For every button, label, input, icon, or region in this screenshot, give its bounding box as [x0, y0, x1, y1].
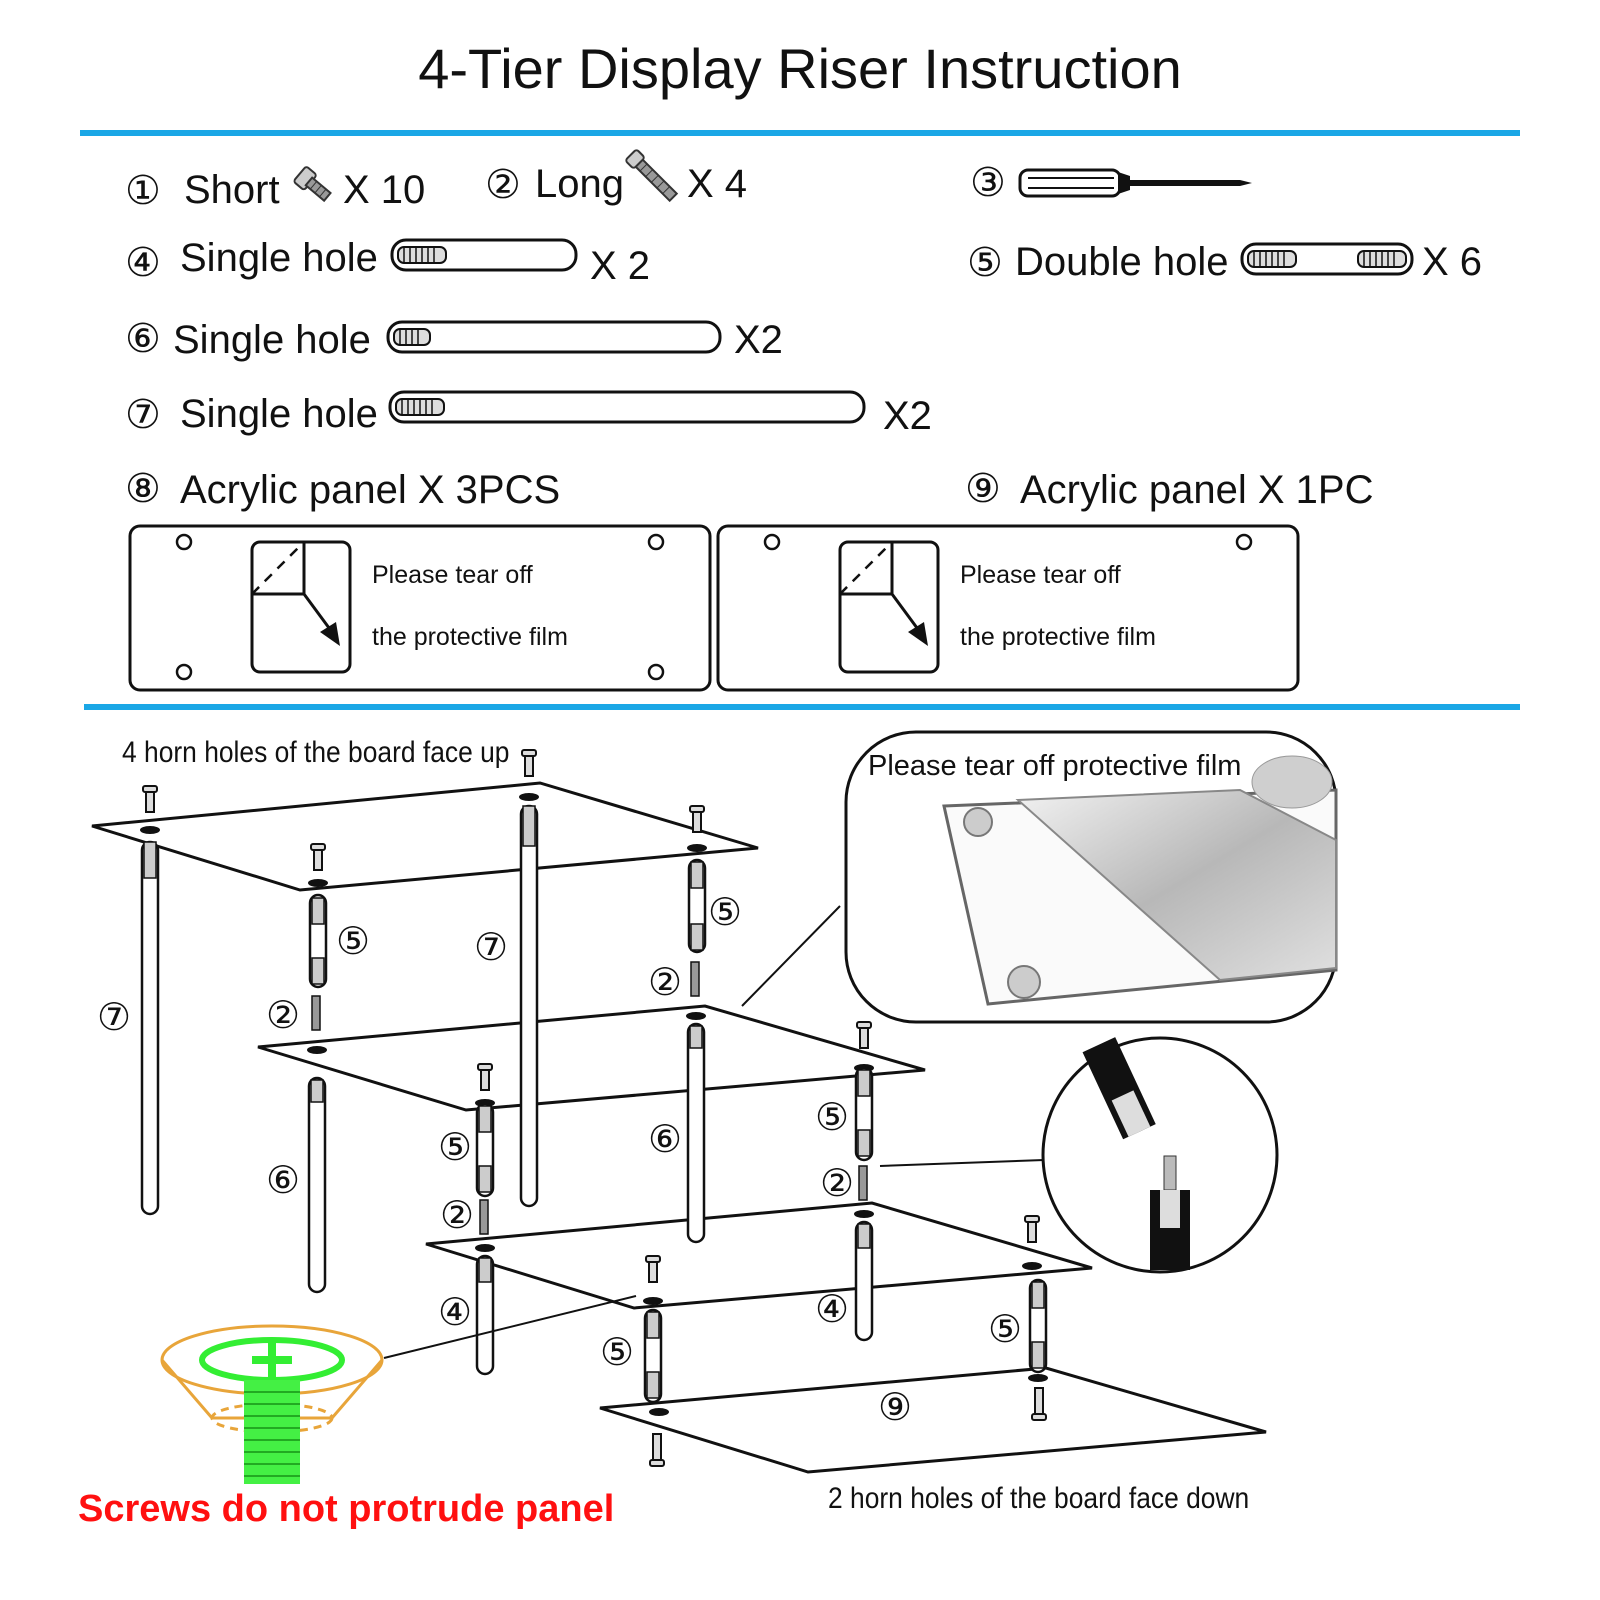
- label-2: ②: [440, 1193, 474, 1237]
- short-screw-icon: [477, 1063, 493, 1091]
- part-5-name: Double hole: [1015, 240, 1229, 284]
- rod-6: [307, 1076, 327, 1294]
- short-screw-icon: [310, 843, 326, 871]
- acrylic-panel-8-illustration: [128, 524, 712, 692]
- short-screw-icon: [142, 785, 158, 813]
- screwdriver-icon: [1018, 168, 1252, 198]
- label-5: ⑤: [988, 1307, 1022, 1351]
- bottom-note: 2 horn holes of the board face down: [828, 1482, 1250, 1515]
- part-5-qty: X 6: [1422, 240, 1483, 284]
- peel-film-icon: [250, 540, 352, 674]
- label-9: ⑨: [878, 1385, 912, 1429]
- page-title: 4-Tier Display Riser Instruction: [418, 37, 1182, 100]
- short-screw-icon: [1031, 1387, 1047, 1421]
- part-9-name: Acrylic panel X 1PC: [1020, 468, 1374, 512]
- rod-7: [519, 804, 539, 1208]
- part-8-number: ⑧: [125, 466, 161, 512]
- rod-6: [686, 1022, 706, 1244]
- part-3-number: ③: [970, 160, 1006, 206]
- countersunk-screw-illustration: [160, 1324, 384, 1484]
- short-screw-icon: [856, 1021, 872, 1049]
- warning-text: Screws do not protrude panel: [78, 1488, 615, 1530]
- top-note: 4 horn holes of the board face up: [122, 736, 510, 769]
- long-screw-icon: [858, 1165, 868, 1201]
- middle-divider: [84, 704, 1520, 710]
- part-6-number: ⑥: [125, 316, 161, 362]
- part-8-name: Acrylic panel X 3PCS: [180, 468, 561, 512]
- thread-detail-callout: [1041, 1036, 1279, 1274]
- long-screw-icon: [311, 995, 321, 1031]
- tier-1-panel: [91, 781, 759, 892]
- short-screw-icon: [689, 805, 705, 833]
- label-5: ⑤: [708, 890, 742, 934]
- film-note: Please tear off protective film: [868, 750, 1242, 782]
- rod-4: [475, 1254, 495, 1376]
- double-hole-rod-icon: [1240, 242, 1414, 276]
- tier-4-panel: [599, 1366, 1267, 1474]
- part-6-name: Single hole: [173, 318, 371, 362]
- part-7-number: ⑦: [125, 392, 161, 438]
- single-hole-rod-icon: [390, 238, 578, 272]
- part-6-qty: X2: [734, 318, 783, 362]
- label-7: ⑦: [97, 995, 131, 1039]
- label-6: ⑥: [648, 1117, 682, 1161]
- panel-8-note-line2: the protective film: [372, 623, 568, 651]
- panel-9-note-line1: Please tear off: [960, 561, 1121, 589]
- label-7: ⑦: [474, 925, 508, 969]
- short-screw-icon: [645, 1255, 661, 1283]
- label-4: ④: [438, 1290, 472, 1334]
- label-5: ⑤: [438, 1125, 472, 1169]
- part-1-number: ①: [125, 168, 161, 214]
- part-2-number: ②: [485, 162, 521, 208]
- label-5: ⑤: [600, 1330, 634, 1374]
- label-5: ⑤: [336, 919, 370, 963]
- part-2-name: Long: [535, 162, 624, 206]
- short-screw-icon: [521, 749, 537, 777]
- part-1-name: Short: [184, 168, 280, 212]
- part-1-qty: X 10: [343, 168, 426, 212]
- part-7-name: Single hole: [180, 392, 378, 436]
- part-5-number: ⑤: [967, 240, 1003, 286]
- label-5: ⑤: [815, 1095, 849, 1139]
- panel-8-note-line1: Please tear off: [372, 561, 533, 589]
- peel-film-callout: [844, 730, 1338, 1024]
- short-screw-icon: [649, 1433, 665, 1467]
- single-hole-rod-icon: [388, 390, 866, 424]
- peel-film-icon: [838, 540, 940, 674]
- long-screw-icon: [690, 961, 700, 997]
- part-4-qty: X 2: [590, 244, 651, 288]
- part-4-name: Single hole: [180, 236, 378, 280]
- part-7-qty: X2: [883, 394, 932, 438]
- rod-7: [140, 840, 160, 1216]
- short-screw-icon: [1024, 1215, 1040, 1243]
- acrylic-panel-9-illustration: [716, 524, 1300, 692]
- label-2: ②: [266, 993, 300, 1037]
- panel-9-note-line2: the protective film: [960, 623, 1156, 651]
- top-divider: [80, 130, 1520, 136]
- label-6: ⑥: [266, 1158, 300, 1202]
- part-2-qty: X 4: [687, 162, 748, 206]
- part-9-number: ⑨: [965, 466, 1001, 512]
- tier-2-panel: [257, 1004, 926, 1112]
- tier-3-panel: [425, 1201, 1093, 1310]
- short-screw-icon: [293, 166, 332, 203]
- rod-4: [854, 1220, 874, 1342]
- long-screw-icon: [479, 1199, 489, 1235]
- single-hole-rod-icon: [386, 320, 722, 354]
- hand-icon: [1251, 755, 1333, 809]
- label-4: ④: [815, 1287, 849, 1331]
- long-screw-icon: [625, 149, 679, 203]
- part-4-number: ④: [125, 240, 161, 286]
- label-2: ②: [648, 960, 682, 1004]
- label-2: ②: [820, 1161, 854, 1205]
